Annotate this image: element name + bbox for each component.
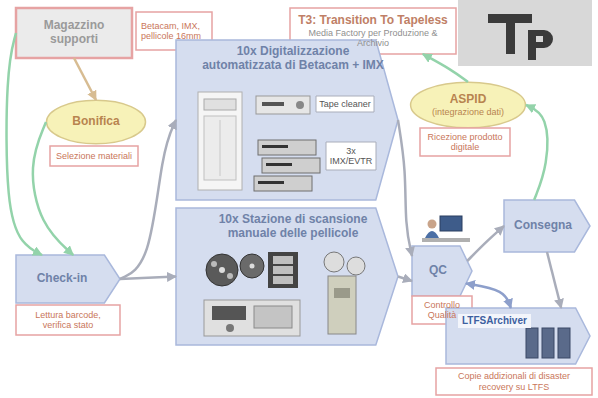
node-text: 10x Stazione di scansione manuale delle … xyxy=(200,213,386,241)
equipment-label: Tape cleaner xyxy=(316,96,374,112)
storage-box: Magazzino supporti xyxy=(16,8,132,58)
outline xyxy=(411,82,526,128)
process-arrow: 10x Stazione di scansione manuale delle … xyxy=(176,208,398,345)
scanning-station xyxy=(204,300,300,336)
outline xyxy=(50,146,138,166)
node-text: Selezione materiali xyxy=(54,151,134,161)
flow-connector xyxy=(398,277,412,282)
outline xyxy=(47,100,146,144)
description-box: Lettura barcode, verifica stato xyxy=(16,305,120,335)
node-text: Bonifica xyxy=(56,115,136,129)
description-box: Copie addizionali di disaster recovery s… xyxy=(436,368,592,395)
t3-logo xyxy=(458,0,592,66)
flow-connector xyxy=(467,226,504,261)
film-strip xyxy=(268,252,298,288)
rack-cabinet xyxy=(198,92,242,190)
outline xyxy=(176,40,398,200)
node-text: 3x IMX/EVTR xyxy=(328,146,374,167)
node-text: Lettura barcode, verifica stato xyxy=(20,310,116,331)
node-text: Ricezione prodotto digitale xyxy=(424,132,506,153)
flow-connector xyxy=(120,277,176,280)
qc-arrow: QC xyxy=(412,246,472,296)
flow-connector xyxy=(526,105,547,200)
delivery-arrow: Consegna xyxy=(504,200,590,252)
flow-connector xyxy=(423,54,468,82)
node-text: Tape cleaner xyxy=(318,99,372,109)
outline xyxy=(412,246,472,296)
outline xyxy=(436,368,592,395)
description-box: Selezione materiali xyxy=(50,146,138,166)
outline xyxy=(504,200,590,252)
note-box: Betacam, IMX, pellicole 16mm xyxy=(136,12,212,50)
outline xyxy=(326,142,376,170)
flow-connector xyxy=(547,252,561,308)
process-arrow: 10x Digitalizzazione automatizzata di Be… xyxy=(176,40,398,200)
node-text: Magazzino supporti xyxy=(22,19,126,47)
operator-icon xyxy=(422,216,470,242)
outline xyxy=(446,308,590,364)
vtr-decks xyxy=(254,140,320,191)
checkin-arrow: Check-in xyxy=(16,255,120,303)
node-text: Betacam, IMX, pellicole 16mm xyxy=(141,21,207,42)
outline xyxy=(16,8,132,58)
description-box: Ricezione prodotto digitale xyxy=(420,128,510,156)
integration-ellipse: ASPID(integrazione dati) xyxy=(410,82,526,128)
flow-connector xyxy=(398,120,412,256)
ltfs-servers xyxy=(526,328,570,358)
cleanup-ellipse: Bonifica xyxy=(46,100,146,144)
node-text: ASPID xyxy=(422,93,514,107)
node-text: Consegna xyxy=(510,219,576,233)
node-text: (integrazione dati) xyxy=(422,107,514,117)
outline xyxy=(176,208,398,345)
node-text: T3: Transition To Tapeless xyxy=(296,14,450,28)
node-text: Copie addizionali di disaster recovery s… xyxy=(440,371,588,392)
outline xyxy=(316,96,374,112)
archive-arrow: LTFSArchiver xyxy=(446,308,590,364)
outline xyxy=(16,305,120,335)
node-text: LTFSArchiver xyxy=(458,314,531,328)
flow-connector xyxy=(120,120,176,279)
outline xyxy=(16,255,120,303)
flow-connector xyxy=(33,122,73,255)
node-text: Check-in xyxy=(22,272,102,286)
node-text: 10x Digitalizzazione automatizzata di Be… xyxy=(200,45,386,73)
outline xyxy=(420,128,510,156)
node-text: QC xyxy=(416,264,460,278)
flow-connector xyxy=(74,58,96,100)
equipment-label: 3x IMX/EVTR xyxy=(326,142,376,170)
tape-cleaner-machine xyxy=(256,96,310,114)
